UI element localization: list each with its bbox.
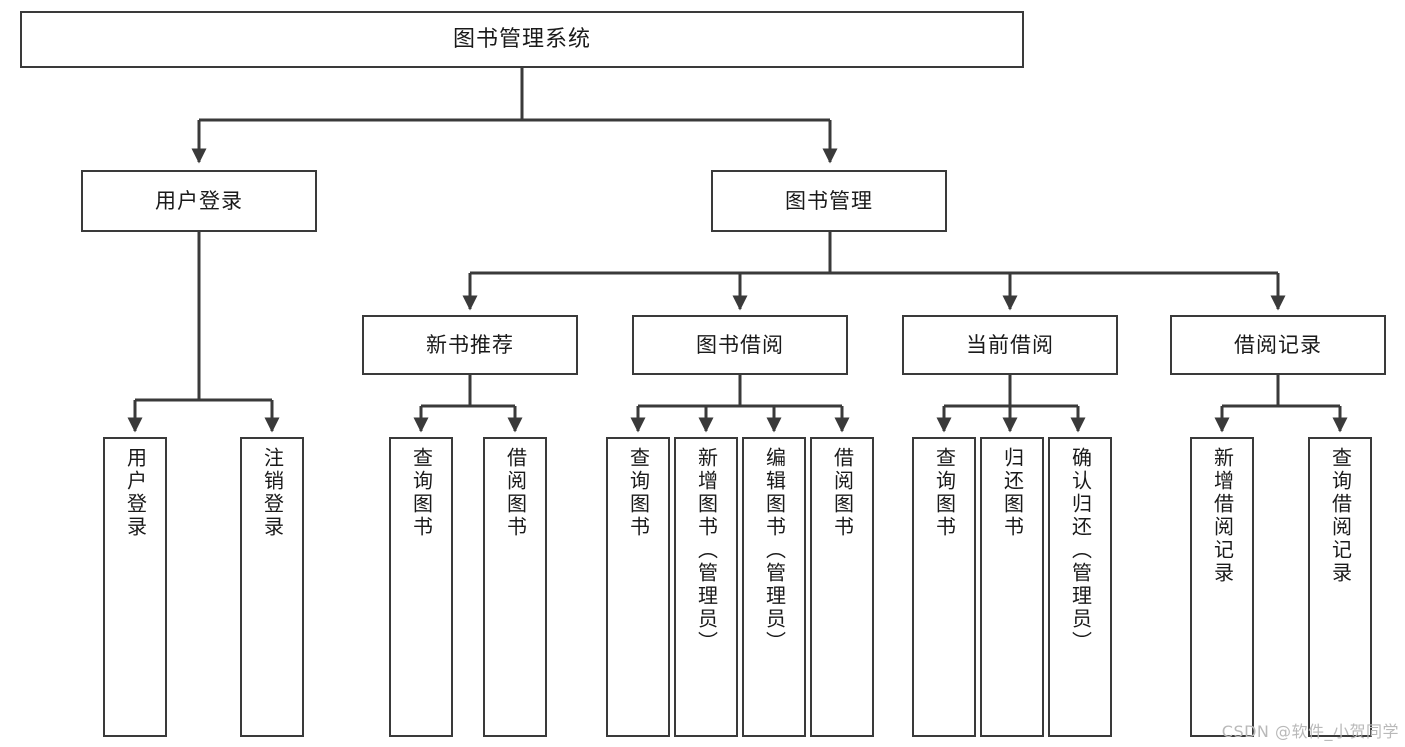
node-book-borrow-label: 图书借阅 <box>696 332 784 357</box>
node-leaf-confirm-return[interactable]: 确认归还（管理员） <box>1048 437 1112 737</box>
node-leaf-borrow-book-1[interactable]: 借阅图书 <box>483 437 547 737</box>
node-leaf-query-book-3[interactable]: 查询图书 <box>912 437 976 737</box>
node-leaf-borrow-book-2[interactable]: 借阅图书 <box>810 437 874 737</box>
node-current-borrow[interactable]: 当前借阅 <box>902 315 1118 375</box>
node-leaf-return-book-label: 归还图书 <box>1000 447 1025 539</box>
node-borrow-record[interactable]: 借阅记录 <box>1170 315 1386 375</box>
node-leaf-query-book-1[interactable]: 查询图书 <box>389 437 453 737</box>
node-leaf-edit-book[interactable]: 编辑图书（管理员） <box>742 437 806 737</box>
node-current-borrow-label: 当前借阅 <box>966 332 1054 357</box>
node-user-login[interactable]: 用户登录 <box>81 170 317 232</box>
node-leaf-query-book-2-label: 查询图书 <box>626 447 651 539</box>
node-leaf-borrow-book-2-label: 借阅图书 <box>830 447 855 539</box>
node-leaf-logout-login[interactable]: 注销登录 <box>240 437 304 737</box>
node-book-manage[interactable]: 图书管理 <box>711 170 947 232</box>
node-book-borrow[interactable]: 图书借阅 <box>632 315 848 375</box>
node-leaf-add-book[interactable]: 新增图书（管理员） <box>674 437 738 737</box>
node-leaf-add-book-label: 新增图书（管理员） <box>694 447 719 654</box>
node-leaf-confirm-return-label: 确认归还（管理员） <box>1068 447 1093 654</box>
node-leaf-query-book-2[interactable]: 查询图书 <box>606 437 670 737</box>
node-leaf-query-book-3-label: 查询图书 <box>932 447 957 539</box>
node-new-book-recommend-label: 新书推荐 <box>426 332 514 357</box>
node-leaf-logout-login-label: 注销登录 <box>260 447 285 539</box>
node-borrow-record-label: 借阅记录 <box>1234 332 1322 357</box>
node-leaf-edit-book-label: 编辑图书（管理员） <box>762 447 787 654</box>
node-leaf-add-record[interactable]: 新增借阅记录 <box>1190 437 1254 737</box>
node-leaf-borrow-book-1-label: 借阅图书 <box>503 447 528 539</box>
node-root[interactable]: 图书管理系统 <box>20 11 1024 68</box>
node-leaf-query-record[interactable]: 查询借阅记录 <box>1308 437 1372 737</box>
node-leaf-query-book-1-label: 查询图书 <box>409 447 434 539</box>
node-book-manage-label: 图书管理 <box>785 188 873 213</box>
csdn-watermark: CSDN @软件_小贺同学 <box>1221 722 1399 741</box>
node-leaf-user-login[interactable]: 用户登录 <box>103 437 167 737</box>
node-root-label: 图书管理系统 <box>452 26 591 52</box>
node-leaf-query-record-label: 查询借阅记录 <box>1328 447 1353 585</box>
node-leaf-return-book[interactable]: 归还图书 <box>980 437 1044 737</box>
node-user-login-label: 用户登录 <box>155 188 243 213</box>
node-new-book-recommend[interactable]: 新书推荐 <box>362 315 578 375</box>
node-leaf-user-login-label: 用户登录 <box>123 447 148 539</box>
node-leaf-add-record-label: 新增借阅记录 <box>1210 447 1235 585</box>
